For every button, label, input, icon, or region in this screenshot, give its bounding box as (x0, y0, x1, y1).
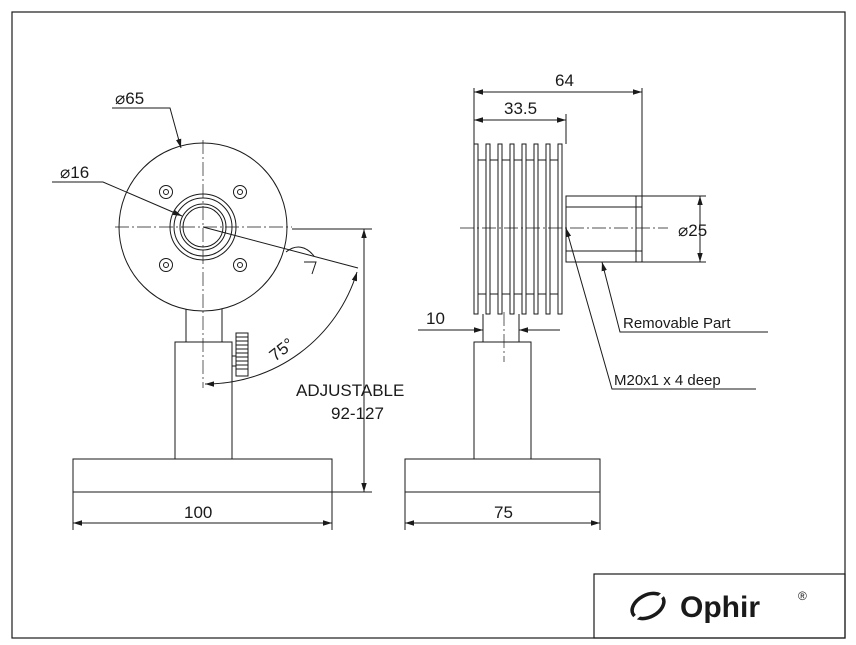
ophir-logo-icon (624, 588, 670, 628)
post-dia-label: 10 (426, 309, 445, 328)
side-base-label: 75 (494, 503, 513, 522)
thread-leader (565, 227, 756, 390)
height-label-1: ADJUSTABLE (296, 381, 404, 400)
drawing-border (11, 11, 846, 639)
removable-part (565, 195, 643, 263)
removable-leader (601, 261, 768, 333)
logo-registered-mark: ® (798, 589, 807, 603)
logo-text: Ophir (680, 591, 760, 624)
thread-label: M20x1 x 4 deep (614, 372, 721, 389)
fin-length-label: 33.5 (504, 99, 537, 118)
height-label-2: 92-127 (331, 404, 384, 423)
angle-label: 75° (266, 334, 298, 365)
removable-label: Removable Part (623, 315, 731, 332)
adjustment-knob (231, 332, 249, 377)
total-length-label: 64 (555, 71, 574, 90)
dia-aperture-leader (52, 181, 183, 217)
side-base (404, 458, 601, 493)
heatsink-fins (473, 143, 563, 315)
front-view: 75° ⌀65 ⌀16 ADJUSTABLE 92-127 100 (52, 89, 404, 530)
side-post (473, 341, 532, 460)
dia-outer-label: ⌀65 (115, 89, 144, 108)
dia-part-label: ⌀25 (678, 221, 707, 240)
dia-outer-leader (112, 107, 182, 149)
front-post (174, 341, 233, 460)
dia-aperture-label: ⌀16 (60, 163, 89, 182)
mounting-holes (159, 185, 247, 272)
front-base (72, 458, 333, 493)
angle-arc (204, 271, 358, 387)
side-view: 64 33.5 ⌀25 10 Removable Part M20x1 x 4 … (404, 71, 768, 530)
title-block: Ophir ® (593, 573, 846, 639)
front-base-label: 100 (184, 503, 212, 522)
